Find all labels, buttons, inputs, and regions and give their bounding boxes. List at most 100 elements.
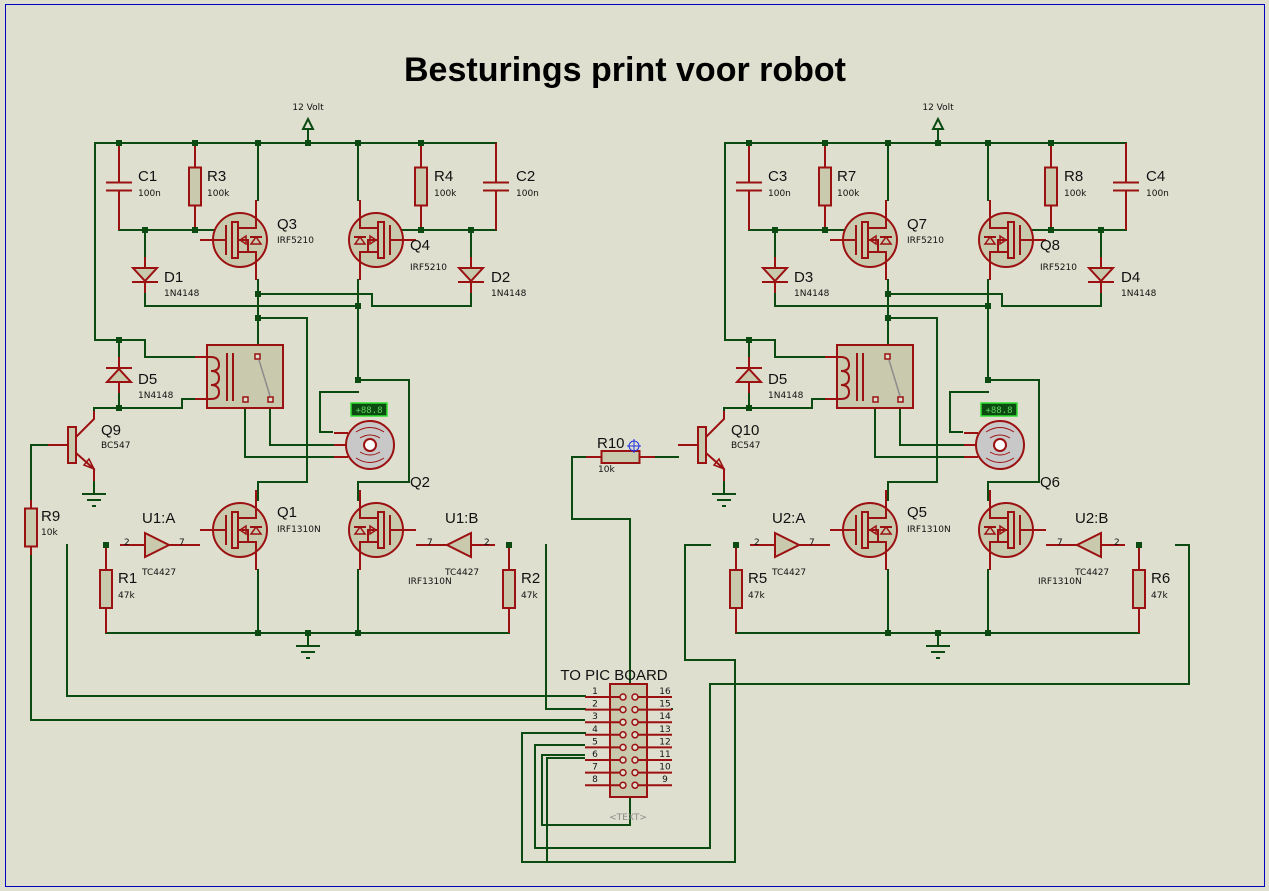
mosfet-Q7 xyxy=(830,200,898,280)
value-D3: 1N4148 xyxy=(794,289,830,299)
junction-dot xyxy=(355,140,361,146)
value-R10: 10k xyxy=(598,465,615,475)
junction-dot xyxy=(355,630,361,636)
pin-number: 8 xyxy=(592,775,598,785)
wire xyxy=(887,317,938,501)
transistor-Q9 xyxy=(48,411,96,481)
pin-number: 2 xyxy=(124,538,130,548)
label-Q5: Q5 xyxy=(907,504,927,521)
value-D4: 1N4148 xyxy=(1121,289,1157,299)
label-Q4: Q4 xyxy=(410,237,430,254)
resistor-R9 xyxy=(24,500,38,555)
label-Q8: Q8 xyxy=(1040,237,1060,254)
text-placeholder: <TEXT> xyxy=(609,813,647,823)
junction-dot xyxy=(822,140,828,146)
wire xyxy=(30,554,585,721)
junction-dot xyxy=(733,542,739,548)
mosfet-Q4 xyxy=(348,200,416,280)
pin-number: 16 xyxy=(659,687,671,697)
value-Q4: IRF5210 xyxy=(410,263,447,273)
label-D5: D5 xyxy=(768,371,787,388)
junction-dot xyxy=(418,227,424,233)
pin-number: 9 xyxy=(662,775,668,785)
pin-number: 2 xyxy=(754,538,760,548)
value-C3: 100n xyxy=(768,189,791,199)
junction-dot xyxy=(985,303,991,309)
diode-D3 xyxy=(760,257,790,293)
relay-RL1 xyxy=(195,344,284,409)
junction-dot xyxy=(103,542,109,548)
junction-dot xyxy=(255,291,261,297)
junction-dot xyxy=(355,303,361,309)
wire xyxy=(257,317,308,501)
sheet-title: Besturings print voor robot xyxy=(404,51,846,89)
junction-dot xyxy=(935,140,941,146)
junction-dot xyxy=(255,630,261,636)
cap-C3 xyxy=(736,143,762,230)
wire xyxy=(244,401,335,458)
mosfet-Q8 xyxy=(978,200,1046,280)
resistor-R8 xyxy=(1044,143,1058,230)
connector-label: TO PIC BOARD xyxy=(560,667,667,684)
label-D1: D1 xyxy=(164,269,183,286)
value-D5: 1N4148 xyxy=(768,391,804,401)
junction-dot xyxy=(192,140,198,146)
junction-dot xyxy=(116,337,122,343)
value-R3: 100k xyxy=(207,189,230,199)
junction-dot xyxy=(506,542,512,548)
label-U2B: U2:B xyxy=(1075,510,1108,527)
value-R2: 47k xyxy=(521,591,538,601)
pin-number: 3 xyxy=(592,712,598,722)
resistor-R7 xyxy=(818,143,832,230)
label-U2A: U2:A xyxy=(772,510,805,527)
junction-dot xyxy=(885,140,891,146)
power-label: 12 Volt xyxy=(292,103,324,113)
junction-dots xyxy=(103,140,1142,636)
pin-number: 5 xyxy=(592,737,598,747)
wire xyxy=(269,401,335,446)
label-R5: R5 xyxy=(748,570,767,587)
meter-readout: +88.8 xyxy=(355,406,382,416)
label-R1: R1 xyxy=(118,570,137,587)
connector-header xyxy=(585,683,672,798)
value-Q9: BC547 xyxy=(101,441,130,451)
wire xyxy=(899,401,965,446)
value-R6: 47k xyxy=(1151,591,1168,601)
junction-dot xyxy=(116,405,122,411)
junction-dot xyxy=(305,630,311,636)
label-Q7: Q7 xyxy=(907,216,927,233)
value-U1B: TC4427 xyxy=(444,568,479,578)
junction-dot xyxy=(1098,227,1104,233)
resistor-R10 xyxy=(586,450,655,464)
wire xyxy=(949,391,989,433)
diode-D5-right xyxy=(734,357,764,393)
pin-number: 7 xyxy=(809,538,815,548)
value-C4: 100n xyxy=(1146,189,1169,199)
junction-dot xyxy=(418,140,424,146)
label-Q2: Q2 xyxy=(410,474,430,491)
junction-dot xyxy=(885,630,891,636)
components: +88.8+88.8 xyxy=(24,143,1146,798)
label-Q6: Q6 xyxy=(1040,474,1060,491)
label-D5: D5 xyxy=(138,371,157,388)
junction-dot xyxy=(1048,140,1054,146)
value-Q5: IRF1310N xyxy=(907,525,951,535)
junction-dot xyxy=(192,227,198,233)
value-C2: 100n xyxy=(516,189,539,199)
junction-dot xyxy=(255,315,261,321)
wire xyxy=(748,392,826,409)
value-C1: 100n xyxy=(138,189,161,199)
cap-C1 xyxy=(106,143,132,230)
wire xyxy=(534,544,1190,849)
pin-number: 7 xyxy=(179,538,185,548)
label-D4: D4 xyxy=(1121,269,1140,286)
wire xyxy=(724,142,826,358)
junction-dot xyxy=(746,140,752,146)
value-Q2: IRF1310N xyxy=(408,577,452,587)
label-Q3: Q3 xyxy=(277,216,297,233)
wire xyxy=(144,292,361,307)
resistor-R4 xyxy=(414,143,428,230)
motor-left: +88.8 xyxy=(334,402,395,470)
pin-number: 4 xyxy=(592,725,598,735)
resistor-R6 xyxy=(1132,545,1146,633)
